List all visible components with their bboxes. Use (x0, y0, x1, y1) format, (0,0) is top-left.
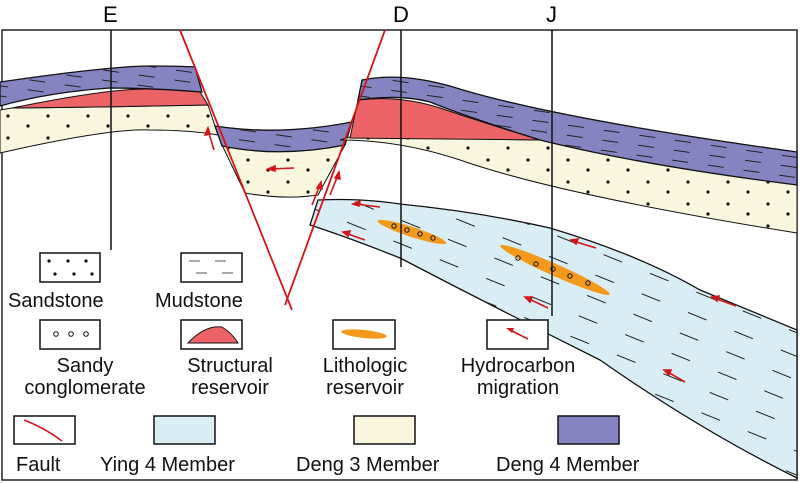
well-d-label: D (393, 2, 409, 27)
deng3-label: Deng 3 Member (296, 454, 440, 476)
sandstone-swatch (39, 252, 101, 283)
migration-arrows (203, 125, 737, 383)
legend-swatches (13, 252, 620, 445)
deng4-swatch (557, 415, 620, 445)
ying4-layer (309, 198, 798, 480)
ying4-label: Ying 4 Member (100, 454, 235, 476)
fault-1 (179, 29, 293, 311)
sandy-conglomerate-swatch (39, 319, 101, 350)
well-e-label: E (103, 2, 118, 27)
fault-label: Fault (16, 454, 61, 476)
fault-2 (284, 29, 386, 306)
deng3-swatch (353, 415, 416, 445)
deng4-label: Deng 4 Member (496, 454, 640, 476)
left-block (0, 65, 219, 154)
mudstone-swatch (180, 252, 243, 283)
frame (1, 29, 798, 481)
lithologic-reservoir-1 (377, 219, 447, 245)
sandstone-label: Sandstone (8, 290, 104, 312)
mudstone-label: Mudstone (155, 290, 243, 312)
middle-block (214, 121, 353, 198)
right-block (339, 76, 798, 234)
well-j-label: J (546, 2, 557, 27)
ying4-swatch (153, 415, 216, 445)
